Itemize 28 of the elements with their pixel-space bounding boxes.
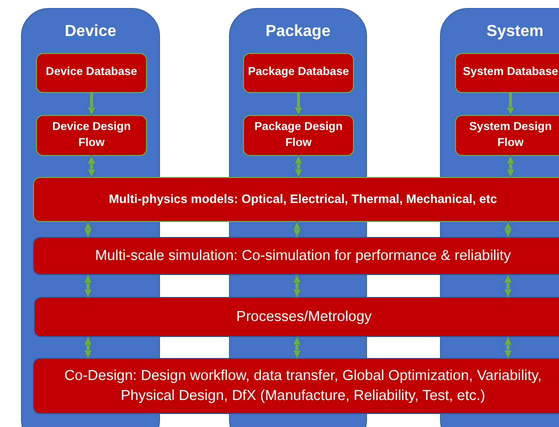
arrow (292, 274, 302, 298)
column-title: Package (266, 23, 330, 41)
process-box: System Database (455, 53, 559, 93)
arrow (294, 154, 304, 178)
arrow (506, 154, 516, 178)
column-title: Device (64, 23, 116, 41)
arrow (86, 154, 96, 178)
arrow (83, 274, 93, 298)
process-box: System Design Flow (455, 115, 559, 156)
arrow (83, 336, 93, 360)
arrow (503, 336, 513, 360)
layer-band: Processes/Metrology (34, 297, 559, 337)
arrow (294, 93, 304, 116)
arrow (292, 336, 302, 360)
arrow (83, 220, 93, 238)
process-box: Device Database (36, 53, 147, 93)
layer-band: Co-Design: Design workflow, data transfer, Global Optimization, Variability, Physical Design, DfX (Manufacture, Reliability, Test, etc.) (33, 358, 559, 414)
process-box: Device Design Flow (36, 115, 147, 156)
arrow (86, 93, 96, 116)
column-title: System (486, 23, 544, 41)
arrow (506, 93, 516, 116)
arrow (292, 220, 302, 238)
process-box: Package Database (243, 53, 354, 93)
layer-band: Multi-scale simulation: Co-simulation for performance & reliability (33, 237, 559, 275)
layer-band: Multi-physics models: Optical, Electrical, Thermal, Mechanical, etc (33, 177, 559, 222)
process-box: Package Design Flow (243, 115, 354, 156)
arrow (503, 274, 513, 298)
arrow (503, 220, 513, 238)
